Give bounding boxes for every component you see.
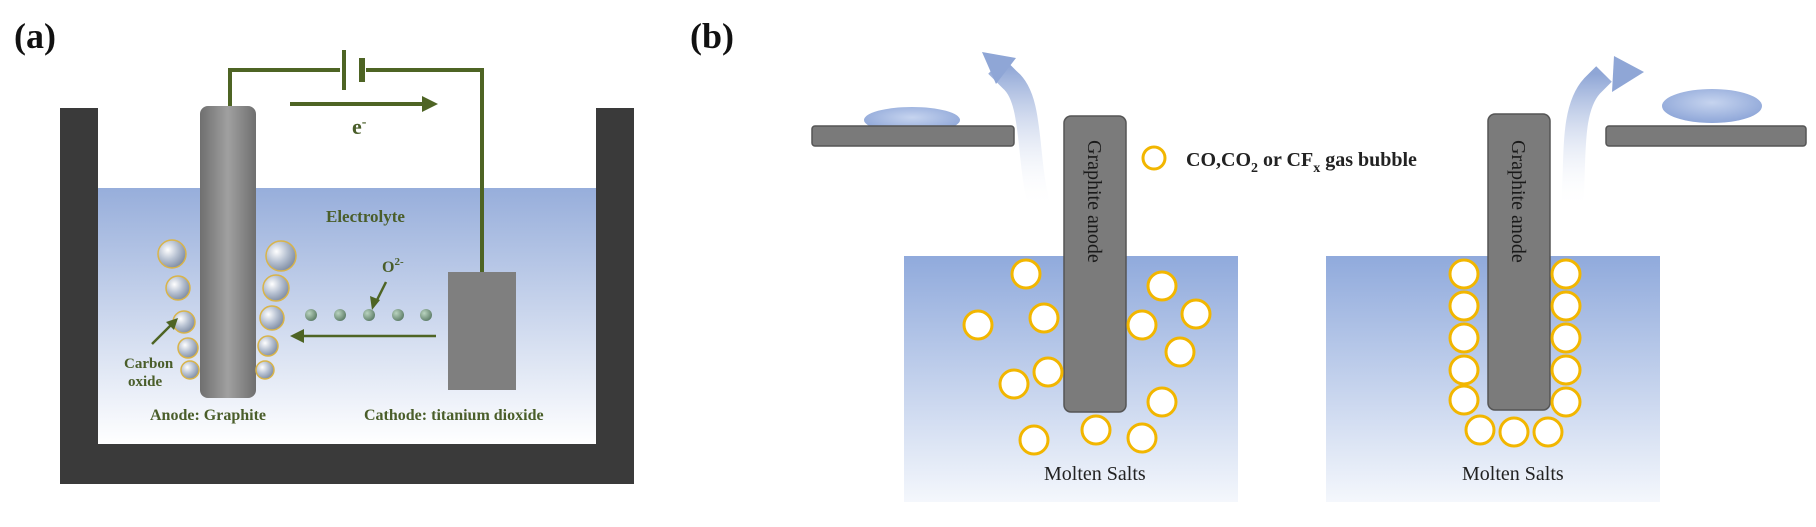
electrolyte-liquid [98, 188, 596, 444]
anode-label-right: Graphite anode [1507, 140, 1529, 263]
gas-bubbles-attached [1448, 258, 1582, 448]
collector-plate-left [811, 125, 1015, 147]
gas-bubble [1032, 356, 1064, 388]
carbon-oxide-pointer [151, 323, 173, 345]
gas-bubble [1164, 336, 1196, 368]
oxide-ion-pointer [374, 281, 388, 303]
gas-bubble [1498, 416, 1530, 448]
anode-electrode [200, 106, 256, 398]
gas-bubble [1126, 309, 1158, 341]
oxide-ion [334, 309, 346, 321]
ion-flow-arrowhead [290, 329, 304, 343]
cathode-label: Cathode: titanium dioxide [364, 407, 544, 424]
gas-bubble [1550, 354, 1582, 386]
circuit-wire [228, 68, 484, 272]
oxide-ion-pointer-head [370, 296, 380, 310]
molten-salts-label-left: Molten Salts [1044, 463, 1146, 485]
gas-bubble [1010, 258, 1042, 290]
oxide-ion [420, 309, 432, 321]
deposit-right [1662, 89, 1762, 123]
co-bubble [265, 240, 297, 272]
co-bubble [157, 239, 187, 269]
gas-escape-arrowhead-left [982, 52, 1016, 84]
gas-bubble [962, 309, 994, 341]
gas-bubble [1080, 414, 1112, 446]
anode-label-left: Graphite anode [1083, 140, 1105, 263]
co-bubble [177, 337, 199, 359]
graphite-anode-left [1063, 115, 1127, 413]
co-bubble [255, 360, 275, 380]
molten-salts-label-right: Molten Salts [1462, 463, 1564, 485]
carbon-oxide-label-2: oxide [128, 374, 163, 390]
co-bubble [165, 275, 191, 301]
gas-escape-arrow-right [1561, 66, 1612, 209]
gas-bubble [1028, 302, 1060, 334]
electrolyte-label: Electrolyte [326, 207, 405, 226]
electron-label: e- [352, 114, 367, 139]
gas-escape-arrowhead-right [1612, 56, 1644, 92]
gas-bubble [998, 368, 1030, 400]
co-bubble [257, 335, 279, 357]
gas-bubble [1464, 414, 1496, 446]
gas-bubble [1532, 416, 1564, 448]
vessel [60, 108, 634, 484]
gas-bubble [1146, 270, 1178, 302]
gas-bubble [1448, 322, 1480, 354]
anode-label: Anode: Graphite [150, 407, 266, 424]
co-bubble [180, 360, 200, 380]
electron-arrowhead [422, 96, 438, 112]
gas-bubble [1550, 386, 1582, 418]
co-bubble [259, 305, 285, 331]
legend-bubble-icon [1141, 145, 1167, 171]
oxide-ions [305, 309, 432, 321]
gas-bubble [1180, 298, 1212, 330]
oxide-ion [392, 309, 404, 321]
oxide-ion [305, 309, 317, 321]
collector-plate-right [1605, 125, 1807, 147]
gas-bubble [1448, 258, 1480, 290]
gas-bubble [1448, 384, 1480, 416]
cathode-electrode [448, 272, 516, 390]
gas-bubbles-scattered [962, 258, 1212, 456]
oxide-ion-label: O2- [382, 256, 404, 276]
panel-b-label: (b) [690, 16, 734, 56]
gas-bubble [1126, 422, 1158, 454]
carbon-oxide-bubbles [157, 239, 297, 380]
panel-a-label: (a) [14, 16, 56, 56]
gas-bubble [1146, 386, 1178, 418]
carbon-oxide-label-1: Carbon [124, 356, 174, 372]
co-bubble [262, 274, 290, 302]
gas-bubble [1448, 290, 1480, 322]
gas-bubble [1018, 424, 1050, 456]
graphite-anode-right [1487, 113, 1551, 411]
gas-bubble [1550, 258, 1582, 290]
gas-bubble [1448, 354, 1480, 386]
gas-escape-arrow-left [988, 58, 1051, 212]
gas-bubble [1550, 322, 1582, 354]
oxide-ion [363, 309, 375, 321]
gas-bubble [1550, 290, 1582, 322]
carbon-oxide-pointer-head [166, 318, 178, 330]
legend-label: CO,CO2 or CFx gas bubble [1186, 149, 1417, 176]
